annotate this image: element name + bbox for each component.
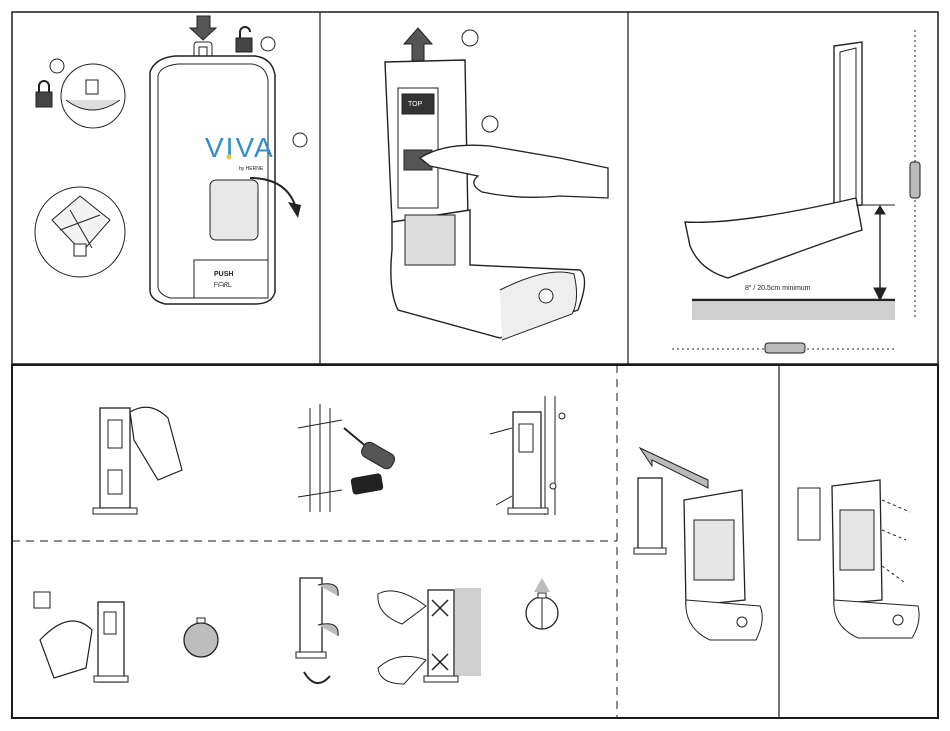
bottle-detail-bubble xyxy=(35,187,125,277)
hand-icon xyxy=(378,591,426,624)
backplate-screwed xyxy=(490,396,565,515)
hand-icon xyxy=(130,407,182,480)
timer-icon xyxy=(184,618,218,657)
brand-sub: by HERNE xyxy=(239,166,264,172)
arrow-curved-icon xyxy=(304,672,330,683)
step-marker xyxy=(482,116,498,132)
dispenser-body xyxy=(150,56,275,304)
drilling-step xyxy=(298,404,397,512)
adhesive-peel xyxy=(296,578,338,683)
hand-icon xyxy=(378,656,426,684)
timer-icon xyxy=(526,578,558,629)
step-marker xyxy=(462,30,478,46)
top-label: TOP xyxy=(408,101,423,108)
brand-name: VIVA xyxy=(205,132,275,163)
hand-icon xyxy=(40,621,92,678)
drill-icon xyxy=(344,428,397,494)
floor xyxy=(692,302,895,320)
mount-dispenser xyxy=(634,448,762,640)
brand-dot xyxy=(227,155,232,160)
panel-unlock: VIVA by HERNE PUSH ᖴᗩᖇᒪ xyxy=(35,16,307,304)
measurement-label: 8" / 20.5cm minimum xyxy=(745,285,811,292)
lock-icon xyxy=(36,81,52,107)
push-sub: ᖴᗩᖇᒪ xyxy=(214,281,232,289)
push-label: PUSH xyxy=(214,271,233,278)
step-marker xyxy=(293,133,307,147)
step-marker xyxy=(261,37,275,51)
screwdriver-icon xyxy=(490,428,512,434)
installed-dispenser xyxy=(798,480,919,638)
panel-height xyxy=(672,30,920,353)
arrow-up-icon xyxy=(404,28,432,62)
panel-open: TOP xyxy=(385,28,608,340)
unlock-icon xyxy=(236,27,252,52)
key-detail-bubble xyxy=(61,64,125,128)
press-to-wall xyxy=(378,588,481,684)
arrow-down-icon xyxy=(190,16,216,40)
backplate-marking xyxy=(93,407,182,514)
wall-cleaning xyxy=(34,592,128,682)
